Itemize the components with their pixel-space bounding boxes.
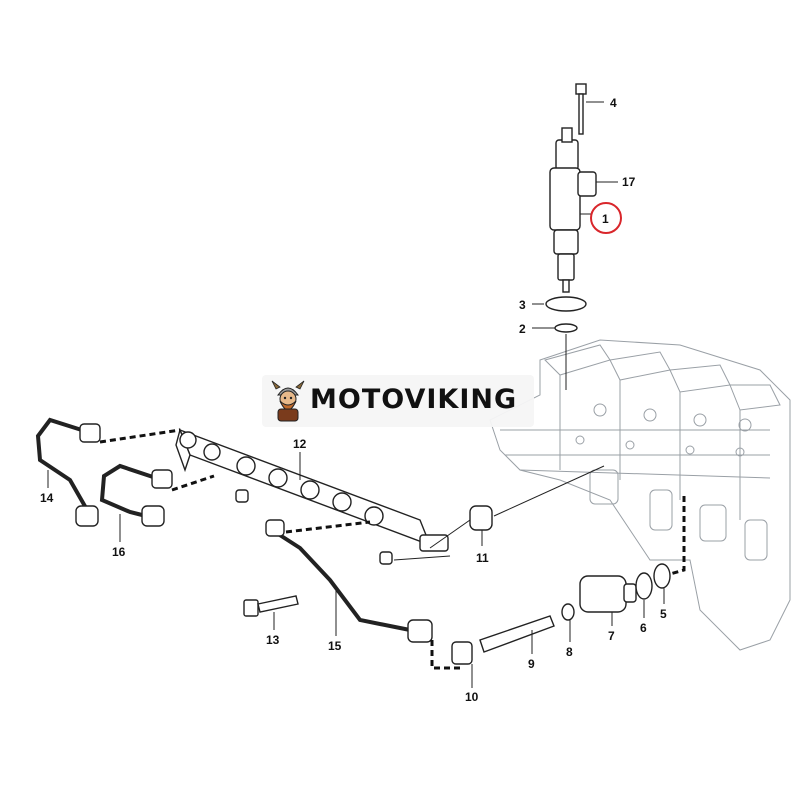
- o-ring-part-5: [653, 563, 671, 589]
- assembly-lines: [99, 428, 686, 670]
- pipe-part-15: [265, 519, 433, 643]
- part-label-12: 12: [293, 437, 307, 451]
- pipe-part-16: [99, 463, 173, 527]
- injector-part-1: [549, 127, 597, 293]
- brand-name: MOTOVIKING: [310, 384, 518, 415]
- part-label-16: 16: [112, 545, 126, 559]
- o-ring-part-3: [545, 296, 587, 312]
- viking-mascot-icon: [271, 380, 305, 422]
- part-label-14: 14: [40, 491, 54, 505]
- bolt-part-4: [575, 83, 587, 135]
- spacer-part-11: [469, 505, 493, 531]
- pressure-limiter-part-7: [579, 575, 637, 613]
- engine-block: [489, 339, 791, 651]
- seal-part-8: [561, 603, 575, 621]
- part-label-15: 15: [328, 639, 342, 653]
- part-label-17: 17: [622, 175, 636, 189]
- part-label-7: 7: [608, 629, 615, 643]
- plug-part-10: [451, 641, 473, 665]
- part-label-4: 4: [610, 96, 617, 110]
- part-label-5: 5: [660, 607, 667, 621]
- part-label-6: 6: [640, 621, 647, 635]
- brand-watermark: MOTOVIKING: [262, 375, 534, 427]
- part-label-11: 11: [476, 551, 489, 565]
- part-label-3: 3: [519, 298, 526, 312]
- part-label-9: 9: [528, 657, 535, 671]
- part-label-10: 10: [465, 690, 479, 704]
- part-label-2: 2: [519, 322, 526, 336]
- o-ring-part-6: [635, 572, 653, 600]
- leader-lines: [47, 101, 665, 688]
- part-label-8: 8: [566, 645, 573, 659]
- bolt-part-13: [243, 595, 299, 617]
- highlight-circle: [590, 202, 622, 234]
- part-label-1: 1: [602, 212, 609, 226]
- washer-part-2: [554, 323, 578, 333]
- valve-stem-part-9: [479, 615, 555, 653]
- fuel-rail-part-12: [175, 427, 449, 565]
- pipe-part-14: [35, 417, 101, 527]
- part-label-13: 13: [266, 633, 280, 647]
